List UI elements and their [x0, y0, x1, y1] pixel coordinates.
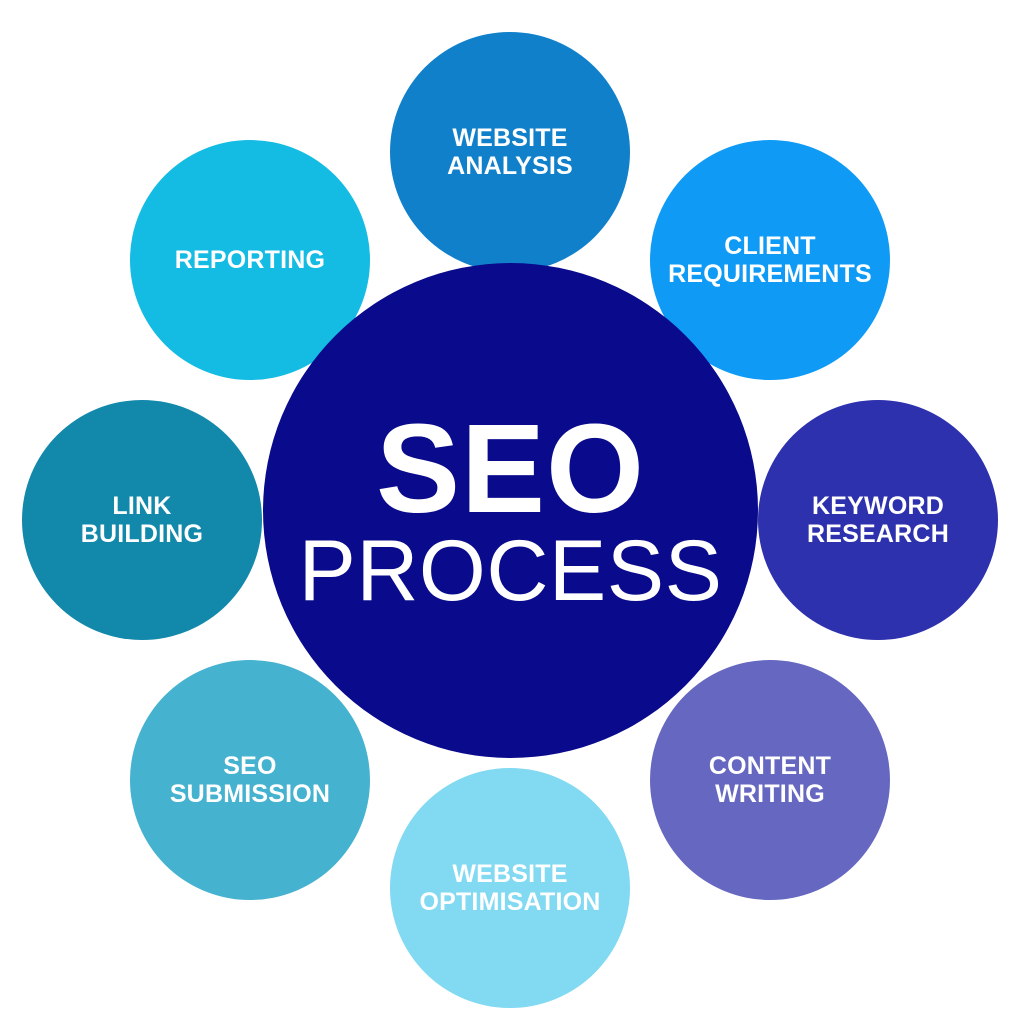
step-circle-content-writing[interactable]: CONTENT WRITING: [650, 660, 890, 900]
step-label-client-requirements: CLIENT REQUIREMENTS: [668, 231, 872, 289]
hub-title: SEO: [375, 397, 646, 539]
step-label-link-building: LINK BUILDING: [80, 491, 204, 549]
step-label-content-writing: CONTENT WRITING: [708, 751, 832, 809]
step-label-seo-submission: SEO SUBMISSION: [169, 751, 331, 809]
hub-circle-seo-process[interactable]: SEO PROCESS: [263, 263, 758, 758]
step-label-reporting: REPORTING: [174, 245, 326, 274]
step-label-website-analysis: WEBSITE ANALYSIS: [447, 123, 573, 181]
hub-text-block: SEO PROCESS: [298, 397, 723, 619]
step-circle-website-analysis[interactable]: WEBSITE ANALYSIS: [390, 32, 630, 272]
step-label-website-optimisation: WEBSITE OPTIMISATION: [419, 859, 601, 917]
step-circle-link-building[interactable]: LINK BUILDING: [22, 400, 262, 640]
step-label-keyword-research: KEYWORD RESEARCH: [807, 491, 949, 549]
hub-subtitle: PROCESS: [298, 522, 723, 619]
step-circle-keyword-research[interactable]: KEYWORD RESEARCH: [758, 400, 998, 640]
step-circle-website-optimisation[interactable]: WEBSITE OPTIMISATION: [390, 768, 630, 1008]
step-circle-seo-submission[interactable]: SEO SUBMISSION: [130, 660, 370, 900]
